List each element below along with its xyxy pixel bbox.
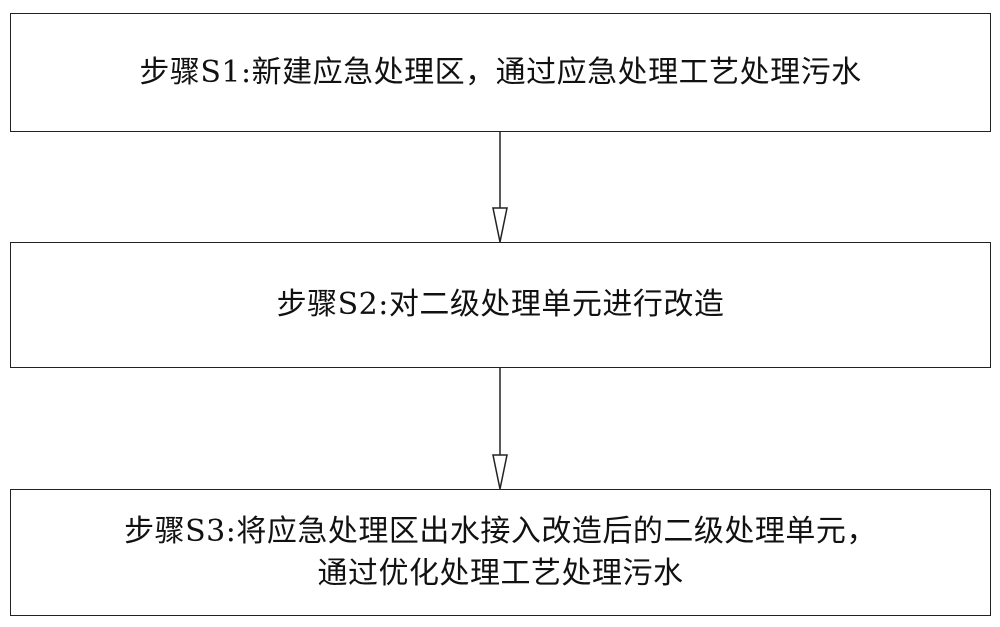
- step-s3-text-line-1: 步骤S3:将应急处理区出水接入改造后的二级处理单元，: [124, 513, 877, 549]
- step-s1-box: 步骤S1:新建应急处理区，通过应急处理工艺处理污水: [10, 13, 991, 132]
- arrow-s1-to-s2-head: [492, 207, 508, 243]
- step-s2-box: 步骤S2:对二级处理单元进行改造: [10, 242, 991, 368]
- step-s1-text: 步骤S1:新建应急处理区，通过应急处理工艺处理污水: [139, 54, 862, 90]
- arrow-s2-to-s3-head: [492, 454, 508, 490]
- arrow-s1-to-s2: [492, 132, 508, 243]
- step-s3-box: 步骤S3:将应急处理区出水接入改造后的二级处理单元， 通过优化处理工艺处理污水: [10, 489, 991, 616]
- step-s2-text: 步骤S2:对二级处理单元进行改造: [276, 287, 725, 322]
- arrow-s2-to-s3: [492, 368, 508, 490]
- step-s3-text-line-2: 通过优化处理工艺处理污水: [317, 555, 684, 591]
